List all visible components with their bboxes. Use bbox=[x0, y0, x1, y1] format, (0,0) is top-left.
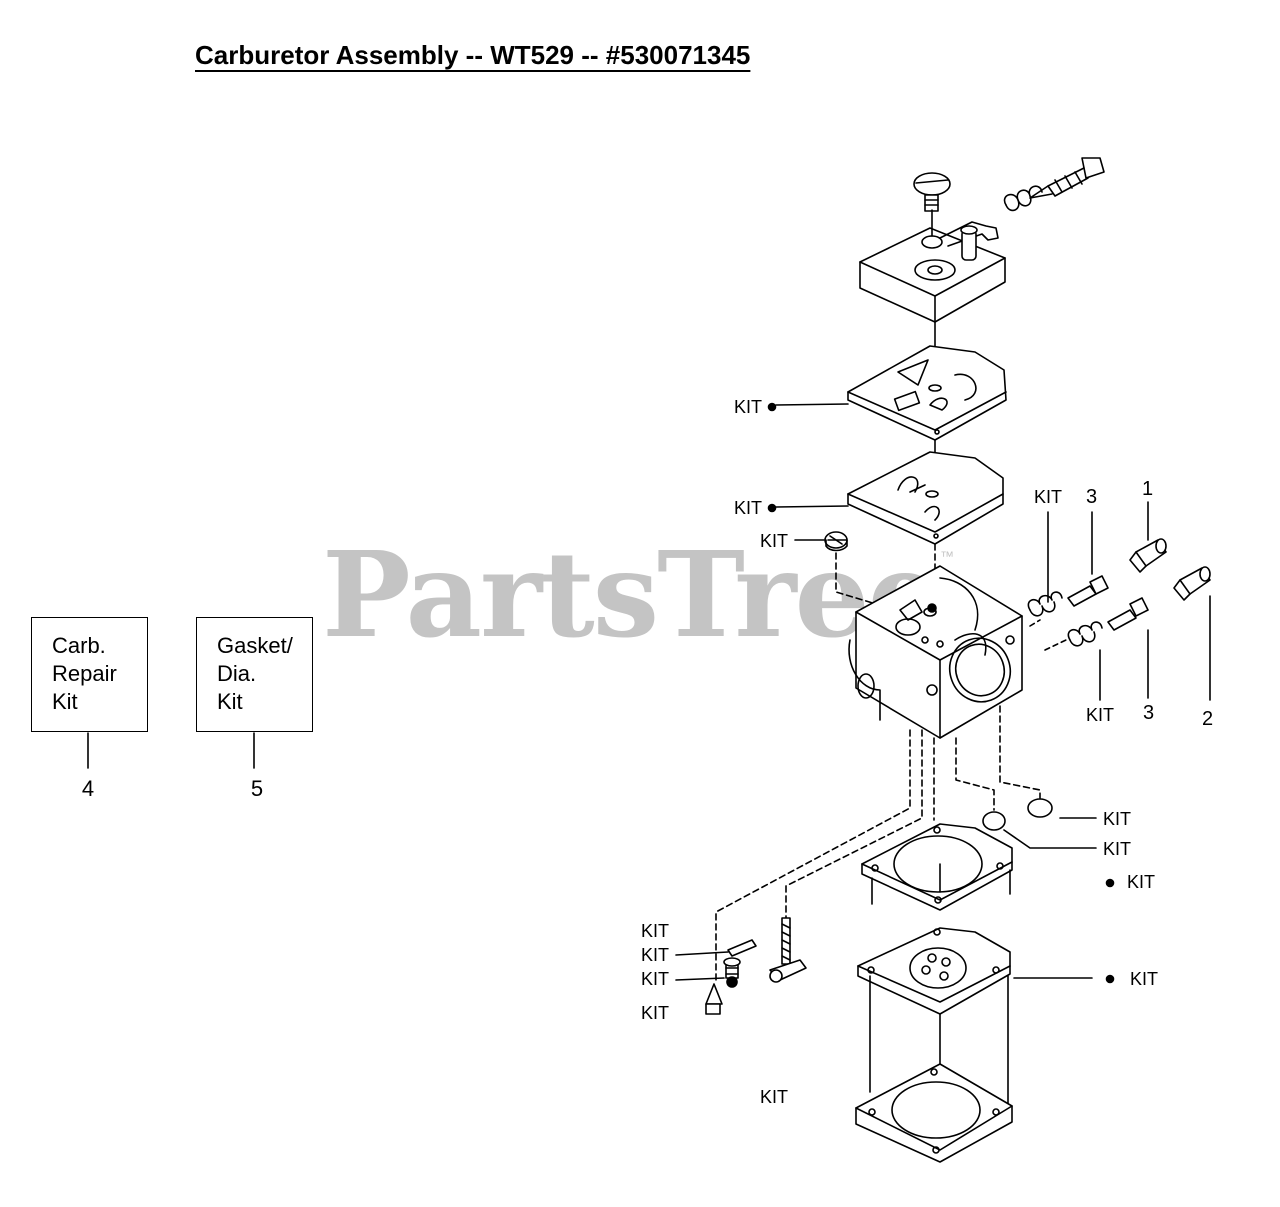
adjust-screw bbox=[1003, 157, 1105, 212]
kit-box-line: Repair bbox=[52, 661, 117, 686]
kit-label-welch-plug-large: KIT bbox=[1103, 839, 1132, 859]
kit-label-spring: KIT bbox=[641, 945, 670, 965]
kit-label-pump-diaphragm: KIT bbox=[734, 498, 763, 518]
page-title: Carburetor Assembly -- WT529 -- #5300713… bbox=[195, 40, 751, 70]
kit-box-line: Gasket/ bbox=[217, 633, 293, 658]
kit-label-welch-plug-small: KIT bbox=[1103, 809, 1132, 829]
ref-number-1: 1 bbox=[1142, 478, 1154, 500]
filter-screen bbox=[824, 531, 848, 552]
gasket-diaphragm-kit-box: Gasket/ Dia. Kit bbox=[196, 617, 313, 732]
inlet-needle bbox=[705, 983, 723, 1015]
kit-box-line: Dia. bbox=[217, 661, 257, 686]
metering-diaphragm bbox=[857, 927, 1011, 1015]
kit-label-needle: KIT bbox=[641, 1003, 670, 1023]
metering-gasket bbox=[861, 823, 1013, 911]
kit-box-line: Kit bbox=[217, 689, 243, 714]
ref-number-2: 2 bbox=[1202, 708, 1214, 730]
top-screw bbox=[913, 172, 951, 212]
metering-cover bbox=[859, 209, 1006, 323]
kit-label-metering-diaphragm: KIT bbox=[1130, 969, 1159, 989]
kit-box-line: Kit bbox=[52, 689, 78, 714]
ref-number-5: 5 bbox=[250, 776, 264, 801]
limiter-cap-1 bbox=[1129, 538, 1167, 573]
pin bbox=[727, 939, 757, 957]
pump-diaphragm bbox=[847, 451, 1004, 545]
kit-label-screw: KIT bbox=[641, 969, 670, 989]
bottom-gasket bbox=[855, 1063, 1013, 1163]
idle-mixture-screw bbox=[1027, 575, 1109, 617]
screw-small bbox=[723, 957, 741, 988]
pump-gasket bbox=[847, 345, 1007, 441]
limiter-cap-2 bbox=[1173, 566, 1211, 601]
ref-number-3-bottom: 3 bbox=[1143, 702, 1155, 724]
kit-label-main-spring: KIT bbox=[1086, 705, 1115, 725]
kit-box-line: Carb. bbox=[52, 633, 106, 658]
kit-label-metering-gasket: KIT bbox=[1127, 872, 1156, 892]
kit-label-idle-spring: KIT bbox=[1034, 487, 1063, 507]
main-mixture-screw bbox=[1067, 597, 1149, 647]
ref-number-4: 4 bbox=[81, 776, 95, 801]
carb-repair-kit-box: Carb. Repair Kit bbox=[31, 617, 148, 732]
kit-label-filter-screen: KIT bbox=[760, 531, 789, 551]
kit-label-cover-gasket: KIT bbox=[734, 397, 763, 417]
kit-label-bottom-gasket: KIT bbox=[760, 1087, 789, 1107]
ref-number-3-top: 3 bbox=[1086, 486, 1098, 508]
carburetor-body bbox=[848, 565, 1023, 739]
needle-lever-spring bbox=[769, 917, 807, 983]
watermark-trademark: ™ bbox=[940, 548, 954, 564]
kit-label-pin: KIT bbox=[641, 921, 670, 941]
